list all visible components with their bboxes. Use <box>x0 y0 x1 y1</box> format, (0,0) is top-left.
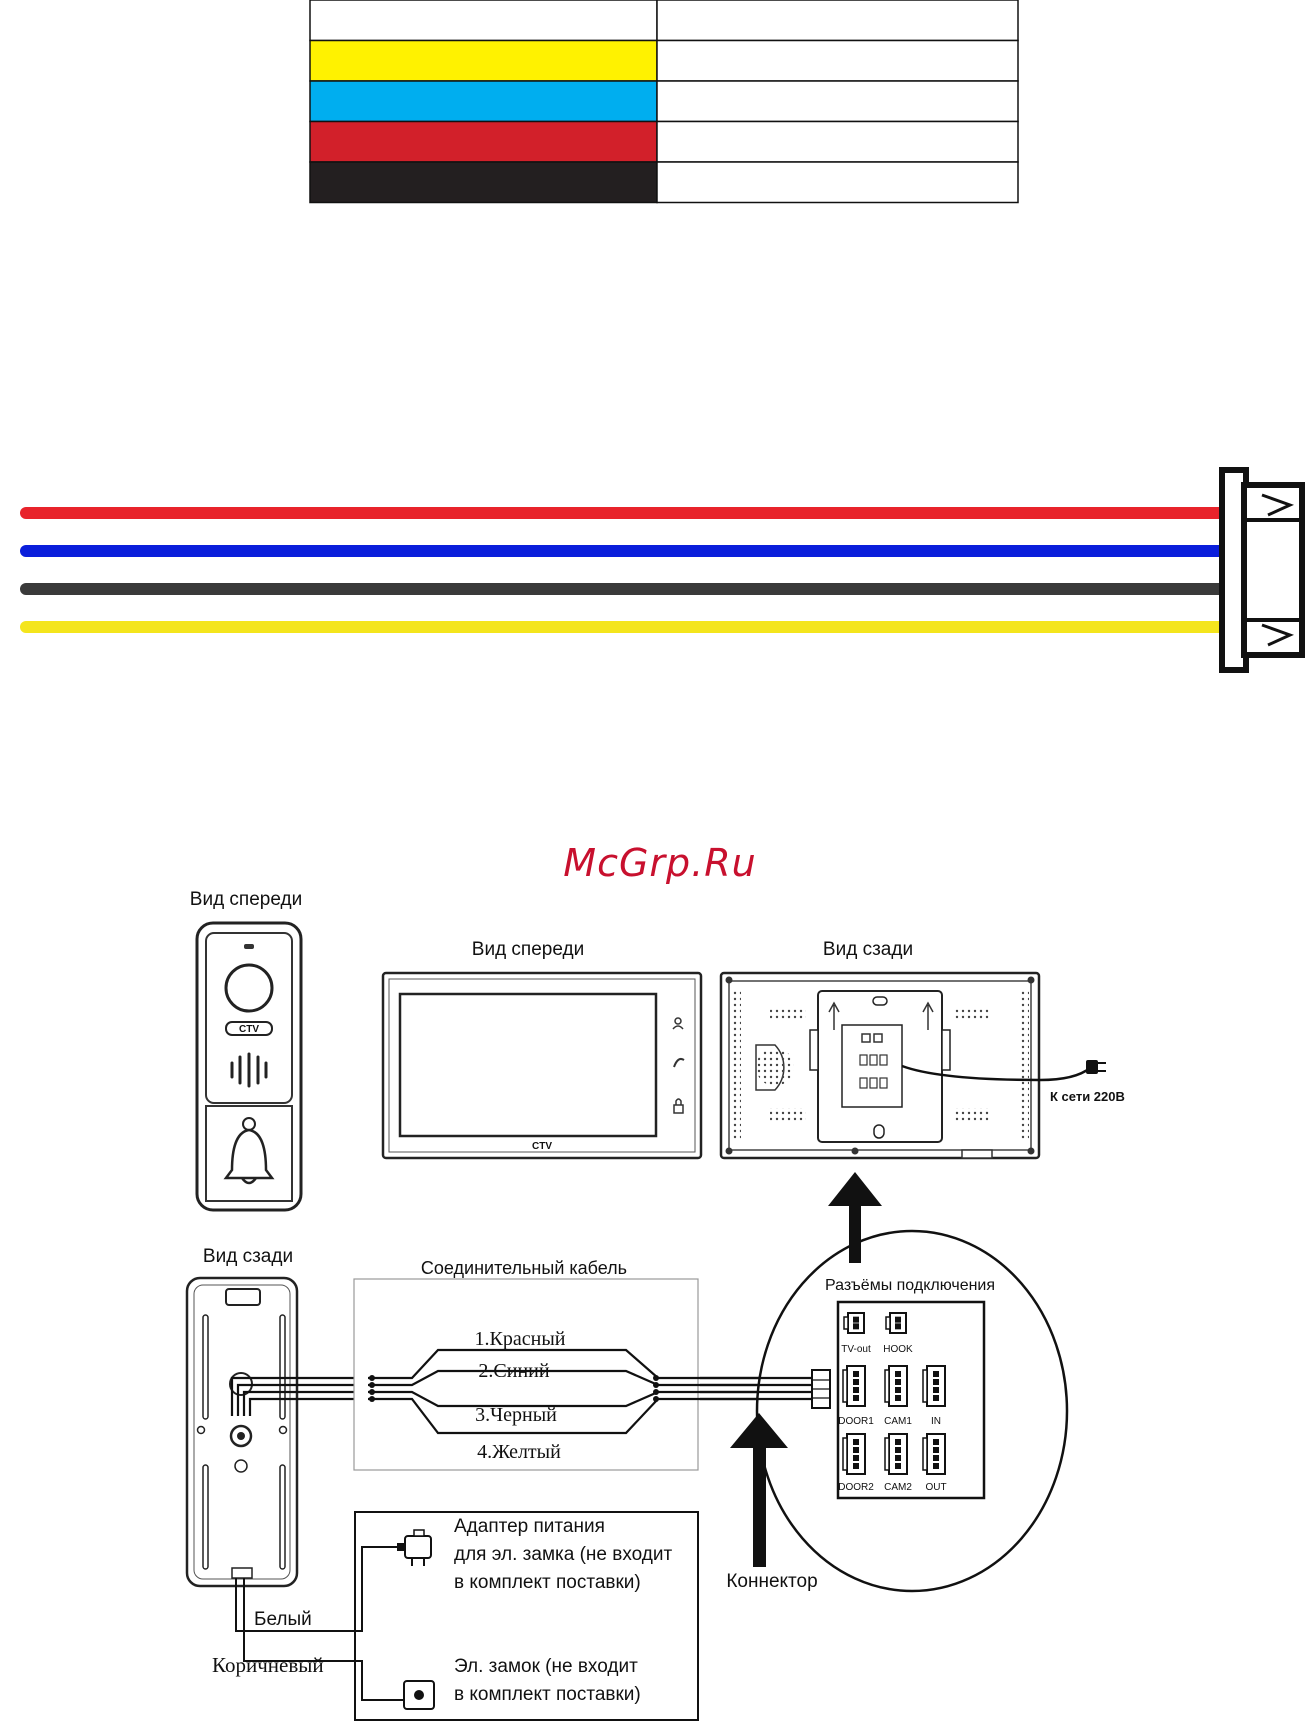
connector-label: Коннектор <box>726 1571 817 1592</box>
lock-wires <box>235 1546 406 1701</box>
cable-nodes <box>369 1375 659 1402</box>
port-label-cam1: CAM1 <box>884 1416 912 1427</box>
cable-wire-1-label: 1.Красный <box>475 1328 566 1350</box>
panel-led-icon <box>244 944 254 949</box>
power-cord <box>901 1064 1091 1082</box>
adapter-text-3: в комплект поставки) <box>454 1572 641 1593</box>
connector-plug <box>811 1369 831 1409</box>
call-panel-back <box>185 1276 299 1588</box>
lock-text-1: Эл. замок (не входит <box>454 1656 638 1677</box>
color-swatch-1 <box>309 39 658 82</box>
vent-right <box>1019 990 1029 1140</box>
adapter-plug-icon <box>397 1529 432 1566</box>
port-out: OUT <box>922 1433 947 1493</box>
port-cam2: CAM2 <box>884 1433 912 1493</box>
port-tv-out: TV-out <box>841 1312 871 1355</box>
port-door1: DOOR1 <box>838 1365 874 1427</box>
arrow-up-to-monitor <box>828 1172 882 1263</box>
camera-lens-icon <box>224 963 274 1013</box>
port-label-hook: HOOK <box>883 1344 913 1355</box>
bell-icon <box>223 1117 275 1185</box>
port-label-tv-out: TV-out <box>841 1344 871 1355</box>
arrow-up-from-connector <box>730 1413 788 1567</box>
monitor-handset-icon <box>673 1057 685 1068</box>
cable-wire-3-label: 3.Черный <box>475 1404 557 1426</box>
color-table <box>309 0 1019 204</box>
color-value-cell-4 <box>656 161 1019 204</box>
port-hook: HOOK <box>883 1312 913 1355</box>
rear-ports-panel <box>841 1024 903 1108</box>
panel-logo-badge <box>225 1021 273 1036</box>
color-value-cell-0 <box>656 0 1019 42</box>
port-label-door2: DOOR2 <box>838 1482 874 1493</box>
port-door2: DOOR2 <box>838 1433 874 1493</box>
adapter-text-1: Адаптер питания <box>454 1516 605 1537</box>
cable-box <box>353 1278 699 1471</box>
wire-brown-label: Коричневый <box>212 1653 324 1677</box>
cable-wire-2-label: 2.Синий <box>478 1360 549 1382</box>
monitor-back-title: Вид сзади <box>823 939 913 960</box>
color-swatch-2 <box>309 80 658 123</box>
monitor-screen <box>398 992 658 1138</box>
color-swatch-0 <box>309 0 658 42</box>
monitor-front: CTV <box>381 971 703 1160</box>
cable-strip <box>20 507 1228 633</box>
monitor-front-title: Вид спереди <box>472 939 584 960</box>
monitor-user-icon <box>672 1017 684 1030</box>
power-label: К сети 220В <box>1050 1089 1125 1104</box>
color-swatch-4 <box>309 161 658 204</box>
connector-ports: TV-out HOOK DOOR1 CAM1 IN DOOR2 CAM2 OUT <box>838 1312 947 1493</box>
vent-left <box>731 990 741 1140</box>
panel-back-title: Вид сзади <box>203 1246 293 1267</box>
connectors-title: Разъёмы подключения <box>825 1277 995 1294</box>
panel-logo: CTV <box>239 1024 259 1035</box>
port-label-cam2: CAM2 <box>884 1482 912 1493</box>
port-label-out: OUT <box>925 1482 946 1493</box>
port-label-in: IN <box>931 1416 941 1427</box>
panel-front-title: Вид спереди <box>190 889 302 910</box>
cable-wires-to-connector <box>700 1376 815 1401</box>
color-value-cell-2 <box>656 80 1019 123</box>
watermark: McGrp.Ru <box>563 841 756 885</box>
monitor-lock-icon <box>673 1098 684 1114</box>
lock-text-2: в комплект поставки) <box>454 1684 641 1705</box>
monitor-back <box>719 971 1106 1160</box>
call-panel-front: CTV <box>195 921 303 1212</box>
monitor-logo: CTV <box>532 1141 552 1152</box>
cable-wires <box>368 1348 815 1435</box>
color-value-cell-1 <box>656 39 1019 82</box>
port-label-door1: DOOR1 <box>838 1416 874 1427</box>
cable-title: Соединительный кабель <box>421 1258 627 1278</box>
adapter-text-2: для эл. замка (не входит <box>454 1544 672 1565</box>
cable-wire-4-label: 4.Желтый <box>477 1441 561 1463</box>
speaker-grille-icon <box>230 1052 268 1088</box>
power-plug-icon <box>1086 1060 1106 1074</box>
port-cam1: CAM1 <box>884 1365 912 1427</box>
port-in: IN <box>922 1365 946 1427</box>
panel-cable-bundle <box>230 1376 368 1416</box>
strip-connector-plug <box>1219 467 1305 673</box>
electric-lock-icon <box>403 1680 435 1710</box>
color-value-cell-3 <box>656 120 1019 163</box>
wire-white-label: Белый <box>254 1609 312 1630</box>
color-swatch-3 <box>309 120 658 163</box>
